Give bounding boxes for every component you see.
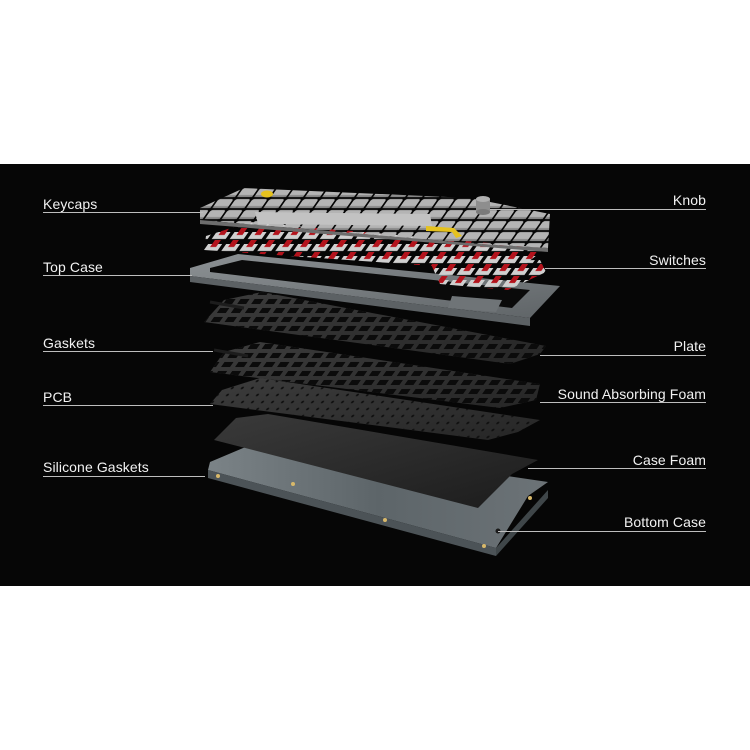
top-case-part [190,254,560,326]
label-sound-absorbing-foam: Sound Absorbing Foam [557,386,706,402]
label-case-foam: Case Foam [632,452,706,468]
label-top-case: Top Case [43,259,103,275]
leader-line-silicone-gaskets [43,476,205,477]
knob-part [476,196,490,215]
leader-line-gaskets [43,351,213,352]
switches-part [204,222,546,290]
label-pcb: PCB [43,389,73,405]
leader-line-bottom-case [498,531,706,532]
label-keycaps: Keycaps [43,196,98,212]
leader-line-switches [545,268,706,269]
plate-part [204,292,546,364]
leader-line-plate [540,355,706,356]
yellow-enter-keycap [426,226,462,238]
leader-line-pcb [43,405,213,406]
bottom-case-part [208,440,548,556]
label-knob: Knob [672,192,706,208]
keycaps-part [200,188,550,252]
gasket-strip [213,348,249,358]
pcb-part [210,378,540,440]
case-foam-part [214,414,538,508]
gasket-strip [209,300,245,310]
yellow-esc-keycap [261,190,273,198]
label-bottom-case: Bottom Case [623,514,706,530]
leader-line-top-case [43,275,192,276]
label-silicone-gaskets: Silicone Gaskets [43,459,149,475]
label-gaskets: Gaskets [43,335,96,351]
label-plate: Plate [673,338,706,354]
leader-line-keycaps [43,212,203,213]
label-switches: Switches [649,252,706,268]
leader-line-case-foam [528,468,706,469]
leader-line-knob [490,209,706,210]
leader-line-sound-absorbing-foam [540,402,706,403]
sound-absorbing-foam-part [210,342,540,408]
